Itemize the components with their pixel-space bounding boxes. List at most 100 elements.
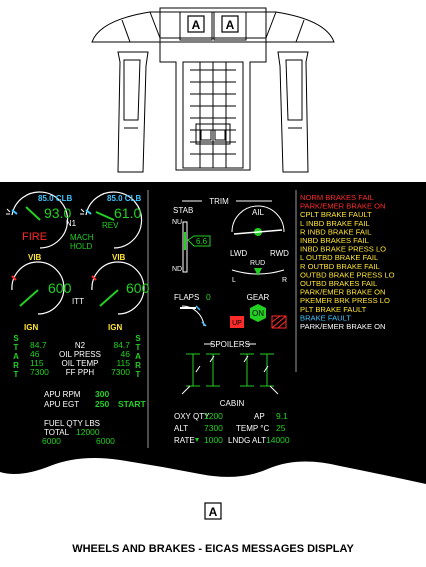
stab-nd: ND (172, 266, 182, 273)
fuel-qty-label: FUEL QTY LBS (44, 419, 100, 428)
fuel-total-label: TOTAL (44, 428, 70, 437)
callout-label-2: A (226, 18, 235, 32)
n1-label: N1 (66, 219, 77, 228)
oxy-label: OXY QTY (174, 412, 210, 421)
spoilers-label: SPOILERS (210, 340, 250, 349)
rudder-indicator (231, 268, 285, 276)
ign-left: IGN (24, 323, 38, 332)
ail-label: AIL (252, 208, 265, 217)
lndg-alt-label: LNDG ALT (228, 436, 266, 445)
gear-indicator (230, 304, 287, 329)
eicas-message: R OUTBD BRAKE FAIL (300, 262, 380, 271)
eicas-message: NORM BRAKES FAIL (300, 193, 374, 202)
ign-right: IGN (108, 323, 122, 332)
apu-rpm-value: 300 (95, 389, 109, 399)
rate-value: 1000 (204, 435, 223, 445)
itt-right-value: 600 (126, 280, 150, 296)
svg-text:T: T (14, 343, 19, 352)
spoilers-indicator (181, 343, 279, 395)
svg-text:T: T (136, 370, 141, 379)
eicas-message: PARK/EMER BRAKE ON (300, 322, 386, 331)
svg-text:115: 115 (116, 358, 130, 368)
eicas-message: L OUTBD BRAKE FAIL (300, 253, 378, 262)
svg-text:46: 46 (121, 349, 131, 359)
alt-value: 7300 (204, 423, 223, 433)
svg-text:FF PPH: FF PPH (66, 368, 95, 377)
mach-label: MACH (70, 233, 94, 242)
fuel-total-value: 12000 (76, 427, 100, 437)
stab-nu: NU (172, 219, 182, 226)
eicas-message: PARK/EMER BRAKE ON (300, 202, 386, 211)
svg-text:84.7: 84.7 (113, 340, 130, 350)
oxy-value: 1200 (204, 411, 223, 421)
engine-param-labels: N2 OIL PRESS OIL TEMP FF PPH (59, 341, 101, 377)
callout-label-1: A (192, 18, 201, 32)
eicas-message: R INBD BRAKE FAIL (300, 227, 371, 236)
eicas-message: INBD BRAKES FAIL (300, 236, 369, 245)
rud-r: R (282, 277, 287, 284)
rud-l: L (232, 277, 236, 284)
gear-label: GEAR (247, 293, 270, 302)
engine-param-right-values: 84.7 46 115 7300 (111, 340, 130, 377)
gear-on: ON (252, 309, 264, 318)
ap-value: 9.1 (276, 411, 288, 421)
n1-left-value: 93.0 (44, 205, 71, 221)
apu-rpm-label: APU RPM (44, 390, 81, 399)
flaps-indicator (180, 305, 207, 327)
temp-value: 25 (276, 423, 286, 433)
eicas-message: PKEMER BRK PRESS LO (300, 296, 390, 305)
lndg-alt-value: 14000 (266, 435, 290, 445)
svg-text:S: S (13, 334, 19, 343)
hold-label: HOLD (70, 242, 92, 251)
rate-label: RATE (174, 436, 195, 445)
svg-text:N2: N2 (75, 341, 86, 350)
apu-start: START (118, 399, 147, 409)
svg-text:7300: 7300 (30, 367, 49, 377)
svg-text:7300: 7300 (111, 367, 130, 377)
svg-text:46: 46 (30, 349, 40, 359)
eicas-message: L INBD BRAKE FAIL (300, 219, 370, 228)
vib-right: VIB (112, 253, 126, 262)
apu-egt-value: 250 (95, 399, 109, 409)
svg-text:84.7: 84.7 (30, 340, 47, 350)
eicas-message: BRAKE FAULT (300, 313, 351, 322)
display-callout-boxes: A A (187, 15, 239, 33)
svg-text:A: A (135, 352, 141, 361)
itt-left-value: 600 (48, 280, 72, 296)
ap-label: AP (254, 412, 265, 421)
lwd-label: LWD (230, 249, 247, 258)
start-right: S T A R T (135, 334, 141, 379)
fuel-right-value: 6000 (96, 436, 115, 446)
flaps-label: FLAPS (174, 293, 199, 302)
n1-gauge-left (6, 191, 69, 249)
svg-text:OIL TEMP: OIL TEMP (62, 359, 99, 368)
svg-text:OIL PRESS: OIL PRESS (59, 350, 101, 359)
flaps-value: 0 (206, 292, 211, 302)
stab-value: 6.6 (196, 237, 208, 246)
alt-label: ALT (174, 424, 188, 433)
cabin-title: CABIN (220, 399, 245, 408)
vib-left: VIB (28, 253, 42, 262)
rev-indicator: REV (102, 221, 119, 230)
stab-scale (182, 221, 211, 273)
eicas-message: INBD BRAKE PRESS LO (300, 245, 386, 254)
stab-label: STAB (173, 206, 193, 215)
itt-gauge-right (91, 261, 145, 315)
trim-title: TRIM (209, 197, 229, 206)
svg-text:A: A (13, 352, 19, 361)
gear-up: UP (232, 320, 242, 327)
svg-text:R: R (135, 361, 141, 370)
figure-caption: WHEELS AND BRAKES - EICAS MESSAGES DISPL… (72, 543, 354, 555)
temp-label: TEMP °C (236, 424, 270, 433)
apu-egt-label: APU EGT (44, 400, 79, 409)
n1-left-target: 85.0 CLB (38, 194, 72, 203)
itt-gauge-left (11, 261, 65, 315)
svg-text:T: T (136, 343, 141, 352)
callout-box-bottom (204, 502, 222, 520)
callout-label-bottom: A (209, 505, 218, 519)
n1-right-target: 85.0 CLB (107, 194, 141, 203)
rate-down-arrow-icon (195, 438, 199, 442)
rwd-label: RWD (270, 249, 289, 258)
